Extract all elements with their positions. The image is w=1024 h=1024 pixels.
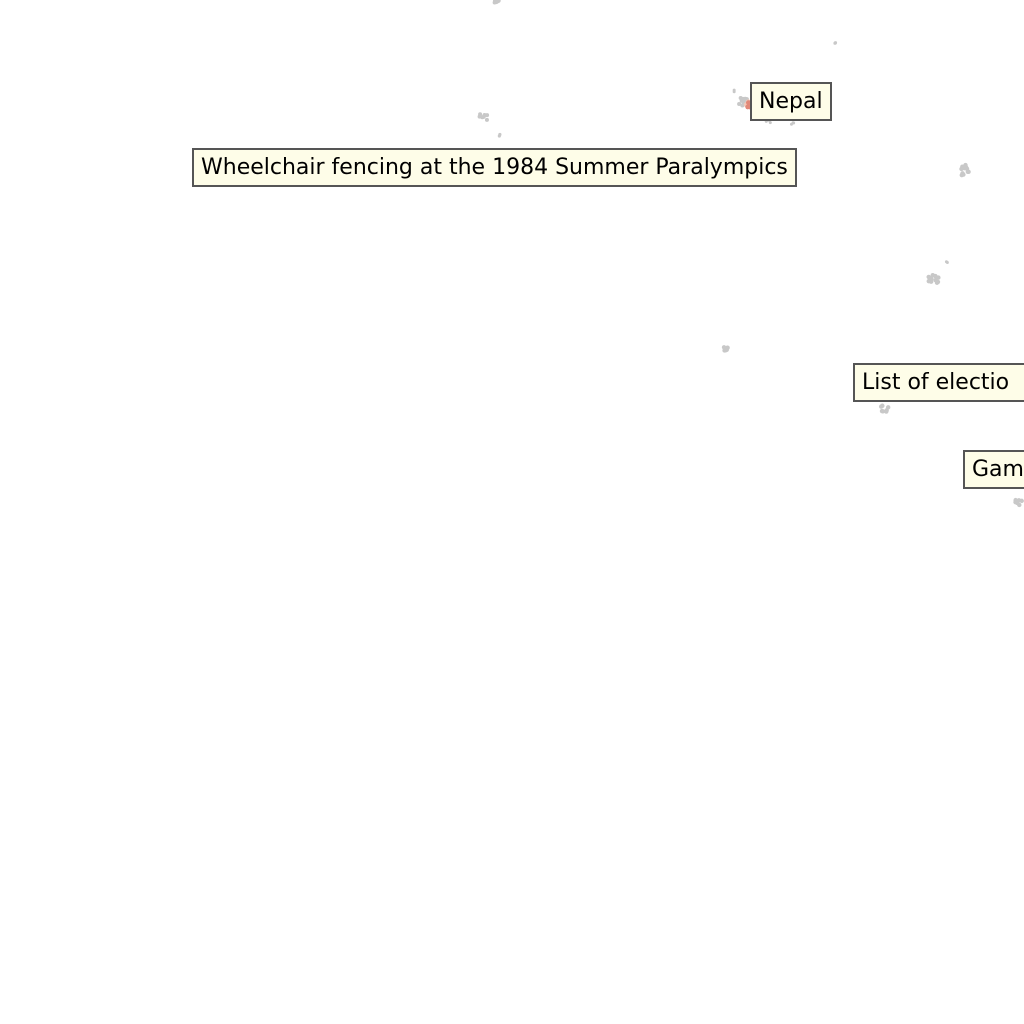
scatter-point xyxy=(737,102,742,107)
scatter-point xyxy=(927,275,932,281)
scatter-point xyxy=(880,409,886,414)
scatter-point xyxy=(884,409,889,414)
scatter-point xyxy=(965,169,971,174)
label-nepal: Nepal xyxy=(750,82,832,121)
label-list-of-elections: List of electio xyxy=(853,363,1024,402)
scatter-point xyxy=(926,278,931,284)
point-layer xyxy=(477,0,1024,508)
scatter-point xyxy=(498,132,502,137)
scatter-point xyxy=(768,121,772,125)
scatter-point xyxy=(945,260,949,264)
scatter-point xyxy=(739,98,744,103)
scatter-point xyxy=(484,117,489,122)
scatter-point xyxy=(961,172,966,177)
scatter-point xyxy=(930,272,935,278)
scatter-point xyxy=(792,121,796,125)
scatter-point xyxy=(482,113,487,118)
label-games: Gam xyxy=(963,450,1024,489)
scatter-point xyxy=(1014,499,1020,504)
scatter-point xyxy=(963,162,968,168)
scatter-point xyxy=(833,41,837,45)
scatter-point xyxy=(732,88,736,92)
scatter-point xyxy=(746,100,751,106)
scatter-point xyxy=(725,345,730,351)
scatter-point xyxy=(740,103,745,108)
scatter-point xyxy=(880,403,885,408)
scatter-point xyxy=(959,166,964,172)
label-wheelchair-fencing: Wheelchair fencing at the 1984 Summer Pa… xyxy=(192,148,797,187)
scatter-point xyxy=(494,0,499,5)
scatter-point xyxy=(933,277,938,283)
